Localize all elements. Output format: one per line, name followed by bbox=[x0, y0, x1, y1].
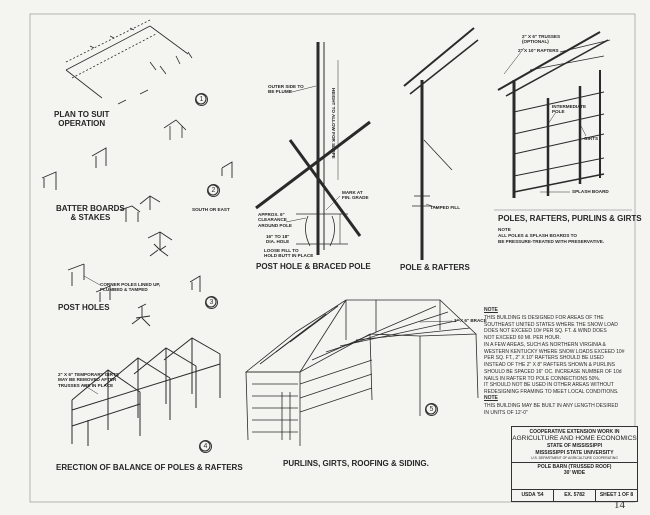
length-note: NOTE THIS BUILDING MAY BE BUILT IN ANY L… bbox=[484, 395, 618, 416]
design-note-line: WESTERN KENTUCKY WHERE SNOW LOADS EXCEED… bbox=[484, 348, 625, 355]
callout-brace: 1" X 6" BRACE bbox=[454, 318, 487, 323]
title-block-title: POLE BARN (TRUSSED ROOF) bbox=[512, 462, 637, 470]
callout-south-east: SOUTH OR EAST bbox=[192, 207, 230, 212]
callout-splash-board: SPLASH BOARD bbox=[572, 189, 609, 194]
design-note-line: REDESIGNING FRAMING TO MEET LOCAL CONDIT… bbox=[484, 389, 619, 395]
title-block-footer: USDA '54 EX. 5782 SHEET 1 OF 8 bbox=[512, 489, 637, 501]
caption-post-hole-braced-pole: POST HOLE & BRACED POLE bbox=[256, 262, 371, 271]
title-block-usda: USDA '54 bbox=[512, 490, 554, 501]
callout-mark-grade: MARK AT FIN. GRADE bbox=[342, 190, 369, 201]
callout-temporary-girts: 2" X 6" TEMPORARY GIRTS MAY BE REMOVED A… bbox=[58, 372, 119, 388]
callout-outer-side: OUTER SIDE TO BE PLUMB bbox=[268, 84, 304, 95]
caption-post-holes: POST HOLES bbox=[58, 303, 110, 312]
title-block-state: STATE OF MISSISSIPPI bbox=[546, 443, 603, 450]
caption-poles-rafters-purlins: POLES, RAFTERS, PURLINS & GIRTS bbox=[498, 214, 642, 223]
caption-batter-boards: BATTER BOARDS & STAKES bbox=[56, 204, 125, 223]
erection-sketch bbox=[71, 337, 221, 446]
design-note-line: PER SQ. FT., 2" X 10" RAFTERS SHOULD BE … bbox=[484, 355, 604, 362]
callout-height-to-allow: HEIGHT TO ALLOW FOR SLOPE bbox=[331, 88, 336, 159]
length-note-line: THIS BUILDING MAY BE BUILT IN ANY LENGTH… bbox=[484, 402, 619, 409]
batter-boards-sketch bbox=[41, 147, 233, 257]
braced-pole-sketch bbox=[255, 42, 371, 255]
caption-plan: PLAN TO SUIT OPERATION bbox=[54, 110, 110, 129]
step-number-3: 3 bbox=[205, 296, 218, 309]
callout-clearance: APPROX. 6" CLEARANCE AROUND POLE bbox=[258, 212, 292, 228]
title-block-university: MISSISSIPPI STATE UNIVERSITY bbox=[535, 449, 614, 456]
design-note-line: NOT EXCEED 60 MI. PER HOUR. bbox=[484, 335, 561, 341]
callout-hole-diameter: 16" TO 18" DIA. HOLE bbox=[266, 234, 290, 245]
callout-loose-fill: LOOSE FILL TO HOLD BUTT IN PLACE bbox=[264, 248, 314, 259]
caption-purlins-girts-roofing: PURLINS, GIRTS, ROOFING & SIDING. bbox=[283, 459, 429, 468]
design-note-line: SOUTHEAST UNITED STATES WHERE THE SNOW L… bbox=[484, 321, 618, 328]
callout-corner-poles: CORNER POLES LINED UP, PLUMBED & TAMPED bbox=[100, 282, 161, 293]
caption-erection: ERECTION OF BALANCE OF POLES & RAFTERS bbox=[56, 463, 243, 472]
design-note-line: DOES NOT EXCEED 10# PER SQ. FT. & WIND D… bbox=[484, 328, 607, 335]
callout-intermediate-pole: INTERMEDIATE POLE bbox=[552, 104, 587, 115]
purlins-girts-sketch bbox=[497, 31, 611, 198]
sheet-mark: 14 bbox=[614, 499, 625, 511]
design-note-line: IT SHOULD NOT BE USED IN OTHER AREAS WIT… bbox=[484, 382, 614, 389]
pole-rafters-sketch bbox=[403, 27, 479, 260]
title-block-ex-number: EX. 5782 bbox=[554, 490, 596, 501]
design-note-line: SHOULD BE SPACED 16" OC. INCREASE NUMBER… bbox=[484, 368, 622, 375]
sheet-border bbox=[29, 13, 636, 503]
pole-preservative-note: NOTE ALL POLES & SPLASH BOARDS TO BE PRE… bbox=[498, 227, 605, 245]
leader-lines bbox=[81, 47, 587, 395]
barn-perspective-sketch bbox=[244, 299, 479, 446]
post-holes-sketch bbox=[67, 263, 201, 327]
title-block-sheet: SHEET 1 OF 8 bbox=[599, 492, 634, 498]
callout-trusses: 2" X 6" TRUSSES (OPTIONAL) bbox=[522, 34, 561, 45]
callout-rafters: 2" X 10" RAFTERS bbox=[518, 48, 559, 53]
caption-pole-rafters: POLE & RAFTERS bbox=[400, 263, 470, 272]
title-block-usda-coop: U.S. DEPARTMENT OF AGRICULTURE COOPERATI… bbox=[531, 455, 618, 460]
step-number-2: 2 bbox=[207, 184, 220, 197]
design-note-line: THIS BUILDING IS DESIGNED FOR AREAS OF T… bbox=[484, 314, 604, 321]
design-notes: NOTE THIS BUILDING IS DESIGNED FOR AREAS… bbox=[484, 307, 625, 396]
callout-tamped-fill: TAMPED FILL bbox=[430, 205, 461, 210]
step-number-4: 4 bbox=[199, 440, 212, 453]
plan-layout-sketch bbox=[65, 19, 193, 140]
title-block-width: 30' WIDE bbox=[563, 470, 586, 477]
length-note-line: IN UNITS OF 12'-0" bbox=[484, 409, 528, 416]
design-note-line: NAILS IN RAFTER TO POLE CONNECTIONS 50%. bbox=[484, 375, 601, 382]
design-note-heading: NOTE bbox=[484, 307, 498, 313]
title-block-cooperative: COOPERATIVE EXTENSION WORK IN bbox=[529, 429, 620, 435]
title-block: COOPERATIVE EXTENSION WORK IN AGRICULTUR… bbox=[511, 426, 638, 502]
step-number-5: 5 bbox=[425, 403, 438, 416]
design-note-line: INSTEAD OF THE 2" X 8" RAFTERS SHOWN & P… bbox=[484, 362, 615, 368]
title-block-agriculture: AGRICULTURE AND HOME ECONOMICS bbox=[512, 435, 637, 443]
length-note-heading: NOTE bbox=[484, 395, 498, 401]
callout-girts: GIRTS bbox=[584, 136, 599, 141]
design-note-line: IN A FEW AREAS, SUCH AS NORTHERN VIRGINI… bbox=[484, 341, 606, 348]
step-number-1: 1 bbox=[195, 93, 208, 106]
